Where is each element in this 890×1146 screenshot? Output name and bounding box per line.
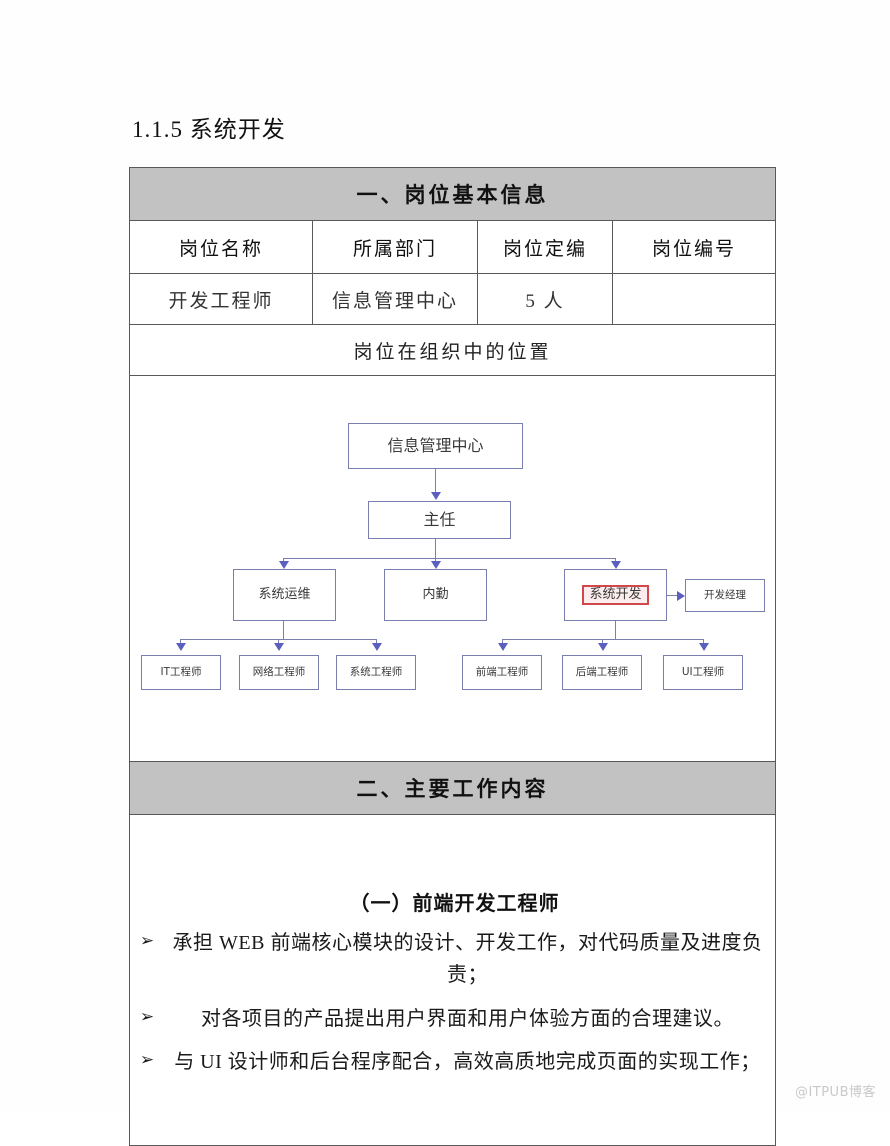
table-row-band-two: 二、主要工作内容 (129, 761, 776, 815)
table-row-duties: （一）前端开发工程师 ➢ 承担 WEB 前端核心模块的设计、开发工作，对代码质量… (129, 814, 776, 1146)
table-row-headers: 岗位名称 所属部门 岗位定编 岗位编号 (129, 220, 776, 274)
list-item: ➢ 对各项目的产品提出用户界面和用户体验方面的合理建议。 (130, 1004, 775, 1036)
section-two-band: 二、主要工作内容 (129, 761, 776, 815)
connector-drop-it (180, 639, 182, 644)
value-headcount: 5 人 (477, 273, 613, 325)
highlighted-node-label: 系统开发 (582, 584, 649, 606)
org-node-network-engineer: 网络工程师 (239, 655, 319, 690)
header-headcount: 岗位定编 (477, 220, 613, 274)
connector-drop-network (278, 639, 280, 644)
duty-text: 承担 WEB 前端核心模块的设计、开发工作，对代码质量及进度负责； (172, 932, 763, 986)
org-node-system-engineer: 系统工程师 (336, 655, 416, 690)
job-description-table: 一、岗位基本信息 岗位名称 所属部门 岗位定编 岗位编号 开发工程师 信息管理中… (129, 167, 776, 1146)
watermark: @ITPUB博客 (794, 1085, 876, 1100)
arrow-to-manager-icon (677, 590, 685, 601)
connector-drop-sys (376, 639, 378, 644)
section-one-band: 一、岗位基本信息 (129, 167, 776, 221)
org-chart-cell: 信息管理中心 主任 (129, 375, 776, 762)
connector-director-bus (283, 558, 615, 560)
header-job-code: 岗位编号 (612, 220, 776, 274)
connector-drop-dev (615, 558, 617, 562)
org-node-it-engineer: IT工程师 (141, 655, 221, 690)
duties-subtitle: （一）前端开发工程师 (349, 893, 560, 916)
arrow-to-dev-icon (610, 561, 621, 569)
bullet-arrow-icon: ➢ (139, 1006, 155, 1026)
org-node-backend-engineer: 后端工程师 (562, 655, 642, 690)
org-node-ui-engineer: UI工程师 (663, 655, 743, 690)
arrow-to-frontend-engineer-icon (497, 643, 508, 651)
org-node-system-ops: 系统运维 (233, 569, 336, 621)
arrow-to-system-engineer-icon (371, 643, 382, 651)
bullet-arrow-icon: ➢ (139, 1050, 155, 1070)
connector-director-stem (435, 539, 437, 558)
table-row-org-chart: 信息管理中心 主任 (129, 375, 776, 762)
table-row-org-label: 岗位在组织中的位置 (129, 324, 776, 376)
page-title: 1.1.5 系统开发 (132, 117, 286, 142)
arrow-to-admin-icon (430, 561, 441, 569)
connector-ops-stem (283, 621, 285, 639)
org-node-admin: 内勤 (384, 569, 487, 621)
duty-text: 对各项目的产品提出用户界面和用户体验方面的合理建议。 (201, 1007, 734, 1030)
connector-root-to-director (435, 469, 437, 493)
org-node-director: 主任 (368, 501, 511, 539)
connector-drop-ui (703, 639, 705, 644)
org-position-label: 岗位在组织中的位置 (129, 324, 776, 376)
list-item: ➢ 承担 WEB 前端核心模块的设计、开发工作，对代码质量及进度负责； (130, 928, 775, 991)
value-department: 信息管理中心 (312, 273, 478, 325)
org-node-dev-manager: 开发经理 (685, 579, 765, 612)
org-node-root: 信息管理中心 (348, 423, 523, 469)
table-row-band-one: 一、岗位基本信息 (129, 167, 776, 221)
header-job-name: 岗位名称 (129, 220, 313, 274)
arrow-to-network-engineer-icon (273, 643, 284, 651)
list-item: ➢ 与 UI 设计师和后台程序配合，高效高质地完成页面的实现工作； (130, 1047, 775, 1079)
document-page: 1.1.5 系统开发 一、岗位基本信息 岗位名称 所属部门 岗位定编 岗位编号 … (129, 117, 876, 1146)
duties-cell: （一）前端开发工程师 ➢ 承担 WEB 前端核心模块的设计、开发工作，对代码质量… (129, 814, 776, 1146)
connector-drop-frontend (502, 639, 504, 644)
duty-text: 与 UI 设计师和后台程序配合，高效高质地完成页面的实现工作； (174, 1051, 761, 1074)
arrow-to-ops-icon (278, 561, 289, 569)
org-node-system-development: 系统开发 (564, 569, 667, 621)
connector-drop-ops (283, 558, 285, 562)
connector-drop-backend (602, 639, 604, 644)
bullet-arrow-icon: ➢ (139, 931, 155, 951)
arrow-to-ui-engineer-icon (698, 643, 709, 651)
value-job-name: 开发工程师 (129, 273, 313, 325)
value-job-code (612, 273, 776, 325)
connector-drop-admin (435, 558, 437, 562)
connector-dev-stem (615, 621, 617, 639)
org-chart: 信息管理中心 主任 (130, 376, 774, 761)
header-department: 所属部门 (312, 220, 478, 274)
table-row-values: 开发工程师 信息管理中心 5 人 (129, 273, 776, 325)
org-node-frontend-engineer: 前端工程师 (462, 655, 542, 690)
arrow-root-to-director-icon (430, 492, 441, 500)
arrow-to-backend-engineer-icon (597, 643, 608, 651)
arrow-to-it-engineer-icon (175, 643, 186, 651)
connector-dev-to-manager (667, 595, 681, 597)
